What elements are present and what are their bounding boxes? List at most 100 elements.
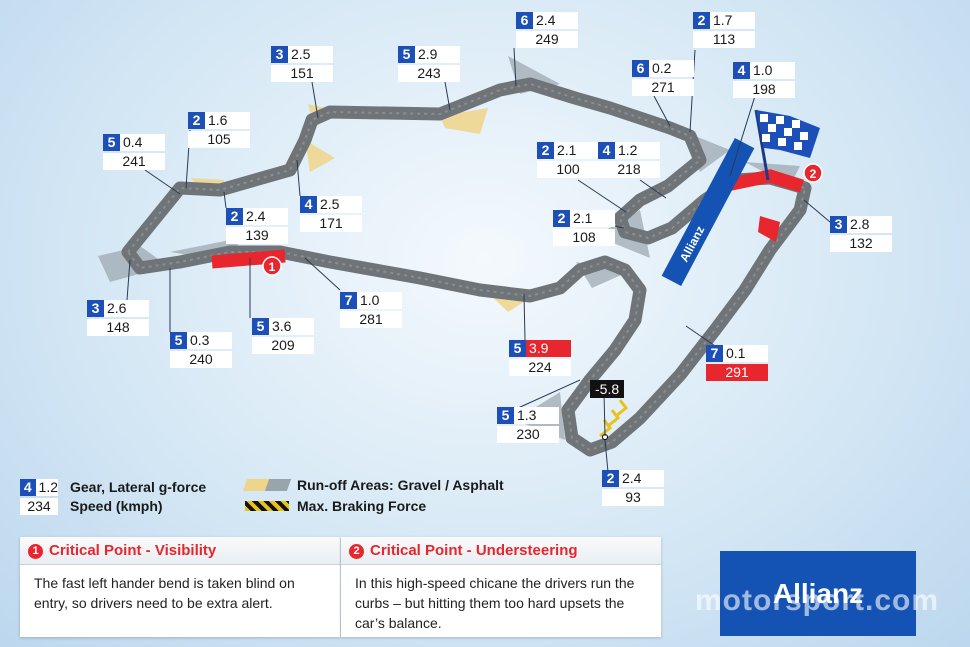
speed-value: 224 [509, 359, 571, 376]
speed-value: 243 [398, 65, 460, 82]
gear-number: 3 [830, 216, 847, 233]
speed-value: 240 [170, 351, 232, 368]
speed-value: 230 [497, 426, 559, 443]
lateral-g: 2.4 [533, 12, 578, 29]
speed-value: 132 [830, 235, 892, 252]
speed-value: 148 [87, 319, 149, 336]
svg-text:2: 2 [810, 167, 817, 181]
gear-number: 5 [252, 318, 269, 335]
speed-value: 139 [226, 227, 288, 244]
speed-value: 281 [340, 311, 402, 328]
gear-number: 2 [537, 142, 554, 159]
speed-value: 209 [252, 337, 314, 354]
checkered-flag-icon [754, 109, 820, 181]
gear-number: 3 [271, 46, 288, 63]
speed-value: 218 [598, 161, 660, 178]
lateral-g: 1.6 [205, 112, 250, 129]
legend-speed: Speed (kmph) [70, 498, 163, 514]
lateral-g: 2.1 [570, 210, 615, 227]
lateral-g: 1.0 [750, 62, 795, 79]
braking-value: -5.8 [590, 380, 625, 398]
lateral-g: 1.7 [710, 12, 755, 29]
lateral-g: 2.6 [104, 300, 149, 317]
lateral-g: 1.2 [615, 142, 660, 159]
lateral-g: 3.9 [526, 340, 571, 357]
braking-chevrons-icon [599, 399, 629, 438]
lateral-g: 2.9 [415, 46, 460, 63]
speed-value: 171 [300, 215, 362, 232]
legend-braking: Max. Braking Force [245, 498, 426, 514]
speed-value: 271 [632, 79, 694, 96]
gear-number: 2 [602, 470, 619, 487]
gear-number: 4 [598, 142, 615, 159]
speed-value: 151 [271, 65, 333, 82]
gear-number: 7 [706, 345, 723, 362]
speed-value: 249 [516, 31, 578, 48]
gear-number: 5 [398, 46, 415, 63]
speed-value: 93 [602, 489, 664, 506]
lateral-g: 2.5 [288, 46, 333, 63]
lateral-g: 0.4 [120, 134, 165, 151]
gear-number: 2 [188, 112, 205, 129]
critical-point-1-marker: 1 [262, 256, 282, 276]
gear-number: 5 [103, 134, 120, 151]
gear-number: 6 [632, 60, 649, 77]
lateral-g: 0.2 [649, 60, 694, 77]
gear-number: 2 [693, 12, 710, 29]
watermark: motorsport.com [695, 584, 940, 617]
gear-number: 3 [87, 300, 104, 317]
lateral-g: 3.6 [269, 318, 314, 335]
lateral-g: 2.8 [847, 216, 892, 233]
lateral-g: 2.5 [317, 196, 362, 213]
lateral-g: 2.1 [554, 142, 599, 159]
gear-number: 6 [516, 12, 533, 29]
legend-gear: Gear, Lateral g-force [70, 479, 207, 495]
lateral-g: 1.3 [514, 407, 559, 424]
gear-number: 5 [497, 407, 514, 424]
braking-swatch-icon [245, 501, 289, 511]
lateral-g: 2.4 [619, 470, 664, 487]
speed-value: 291 [706, 364, 768, 381]
speed-value: 198 [733, 81, 795, 98]
speed-value: 100 [537, 161, 599, 178]
runoff-swatch-icon [242, 479, 292, 491]
speed-value: 113 [693, 31, 755, 48]
red-arrow-icon [758, 216, 780, 242]
gear-number: 4 [300, 196, 317, 213]
speed-value: 105 [188, 131, 250, 148]
allianz-logo: Allianz [720, 551, 916, 636]
legend-runoff: Run-off Areas: Gravel / Asphalt [242, 477, 504, 493]
svg-text:1: 1 [269, 260, 276, 274]
speed-value: 108 [553, 229, 615, 246]
gear-number: 4 [733, 62, 750, 79]
gear-number: 5 [509, 340, 526, 357]
lateral-g: 0.3 [187, 332, 232, 349]
lateral-g: 0.1 [723, 345, 768, 362]
gear-number: 7 [340, 292, 357, 309]
